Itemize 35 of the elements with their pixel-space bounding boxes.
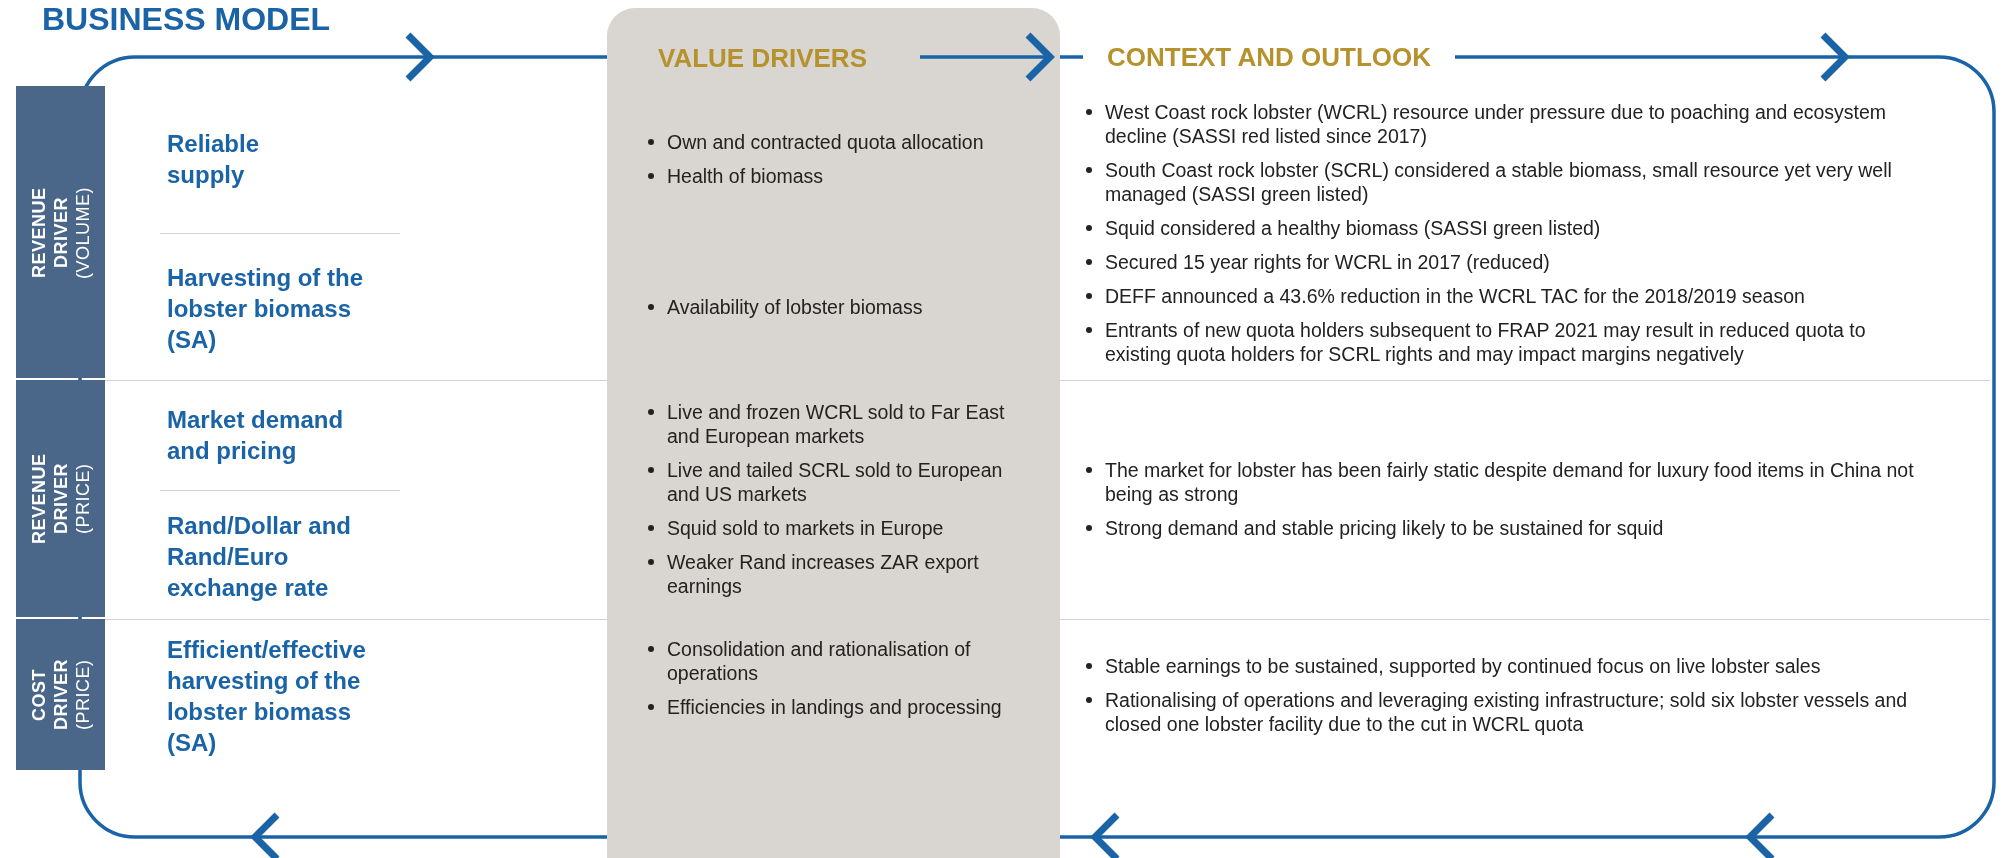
side-band xyxy=(16,619,105,770)
bullet-item: Secured 15 year rights for WCRL in 2017 (reduced) xyxy=(1083,250,1933,274)
bullet-item: Live and frozen WCRL sold to Far East and European markets xyxy=(645,400,1015,448)
row-label: Harvesting of the lobster biomass (SA) xyxy=(167,263,365,355)
band-label: REVENUE DRIVER xyxy=(27,185,72,280)
bullet-item: West Coast rock lobster (WCRL) resource under pressure due to poaching and ecosystem decline (SASSI red listed since 2017) xyxy=(1083,100,1933,148)
bullet-item: DEFF announced a 43.6% reduction in the WCRL TAC for the 2018/2019 season xyxy=(1083,284,1933,308)
bullet-item: South Coast rock lobster (SCRL) considered a stable biomass, small resource yet very well managed (SASSI green listed) xyxy=(1083,158,1933,206)
row-label: Market demand and pricing xyxy=(167,405,345,466)
band-label: (PRICE) xyxy=(71,463,94,534)
column-panel xyxy=(607,8,1060,858)
bullet-item: Rationalising of operations and leveraging existing infrastructure; sold six lobster vessels and closed one lobster facility due to the cut in WCRL quota xyxy=(1083,688,1933,736)
row-label: Rand/Dollar and Rand/Euro exchange rate xyxy=(167,511,352,603)
bullet-item: Strong demand and stable pricing likely to be sustained for squid xyxy=(1083,516,1933,540)
bullet-item: Squid considered a healthy biomass (SASSI green listed) xyxy=(1083,216,1933,240)
bullet-item: Live and tailed SCRL sold to European and US markets xyxy=(645,458,1015,506)
side-band xyxy=(16,380,105,617)
side-band xyxy=(16,86,105,378)
bullet-item: Entrants of new quota holders subsequent to FRAP 2021 may result in reduced quota to existing quota holders for SCRL rights and may impact margins negatively xyxy=(1083,318,1933,366)
page-title: BUSINESS MODEL xyxy=(42,0,331,38)
bullet-item: Own and contracted quota allocation xyxy=(645,130,1015,154)
band-label: (VOLUME) xyxy=(71,186,94,278)
bullet-item: Consolidation and rationalisation of operations xyxy=(645,637,1015,685)
bullet-item: Efficiencies in landings and processing xyxy=(645,695,1015,719)
row-label: Reliable supply xyxy=(167,129,261,190)
bullet-item: Health of biomass xyxy=(645,164,1015,188)
bullet-item: Squid sold to markets in Europe xyxy=(645,516,1015,540)
bullet-item: The market for lobster has been fairly static despite demand for luxury food items in China not being as strong xyxy=(1083,458,1933,506)
bullet-item: Weaker Rand increases ZAR export earnings xyxy=(645,550,1015,598)
band-label: COST DRIVER xyxy=(27,658,72,732)
band-label: REVENUE DRIVER xyxy=(27,452,72,546)
row-label: Efficient/effective harvesting of the lobster biomass (SA) xyxy=(167,635,367,758)
bullet-item: Availability of lobster biomass xyxy=(645,295,1015,319)
band-label: (PRICE) xyxy=(71,659,94,730)
bullet-item: Stable earnings to be sustained, supported by continued focus on live lobster sales xyxy=(1083,654,1933,678)
